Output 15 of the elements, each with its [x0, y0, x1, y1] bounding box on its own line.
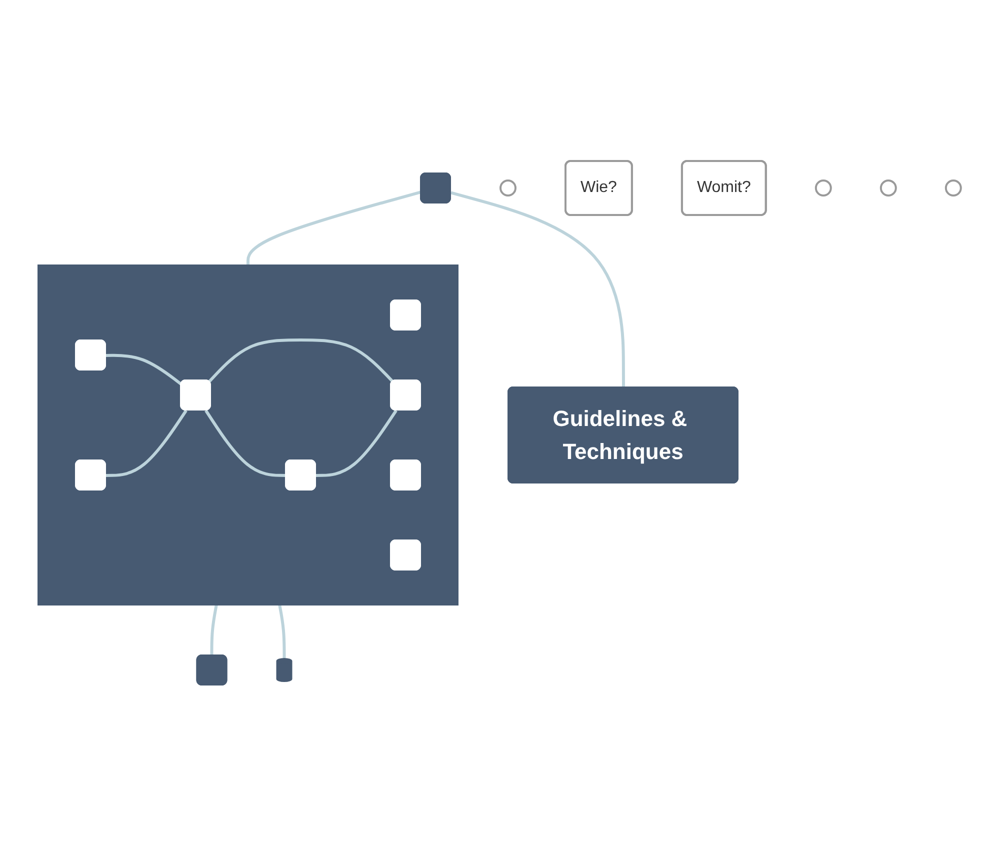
connector — [246, 190, 421, 265]
node-circle — [500, 180, 517, 196]
connector — [204, 410, 286, 477]
node-cylinder — [276, 658, 292, 682]
connector — [210, 604, 218, 655]
connector — [208, 338, 394, 383]
connector — [106, 410, 188, 477]
connector — [450, 191, 626, 388]
connector — [106, 354, 182, 386]
node-circle — [814, 180, 832, 196]
connector — [278, 604, 286, 658]
node-circle — [880, 180, 897, 196]
cluster — [38, 264, 459, 606]
connector — [316, 410, 398, 477]
node-circle — [944, 180, 962, 196]
